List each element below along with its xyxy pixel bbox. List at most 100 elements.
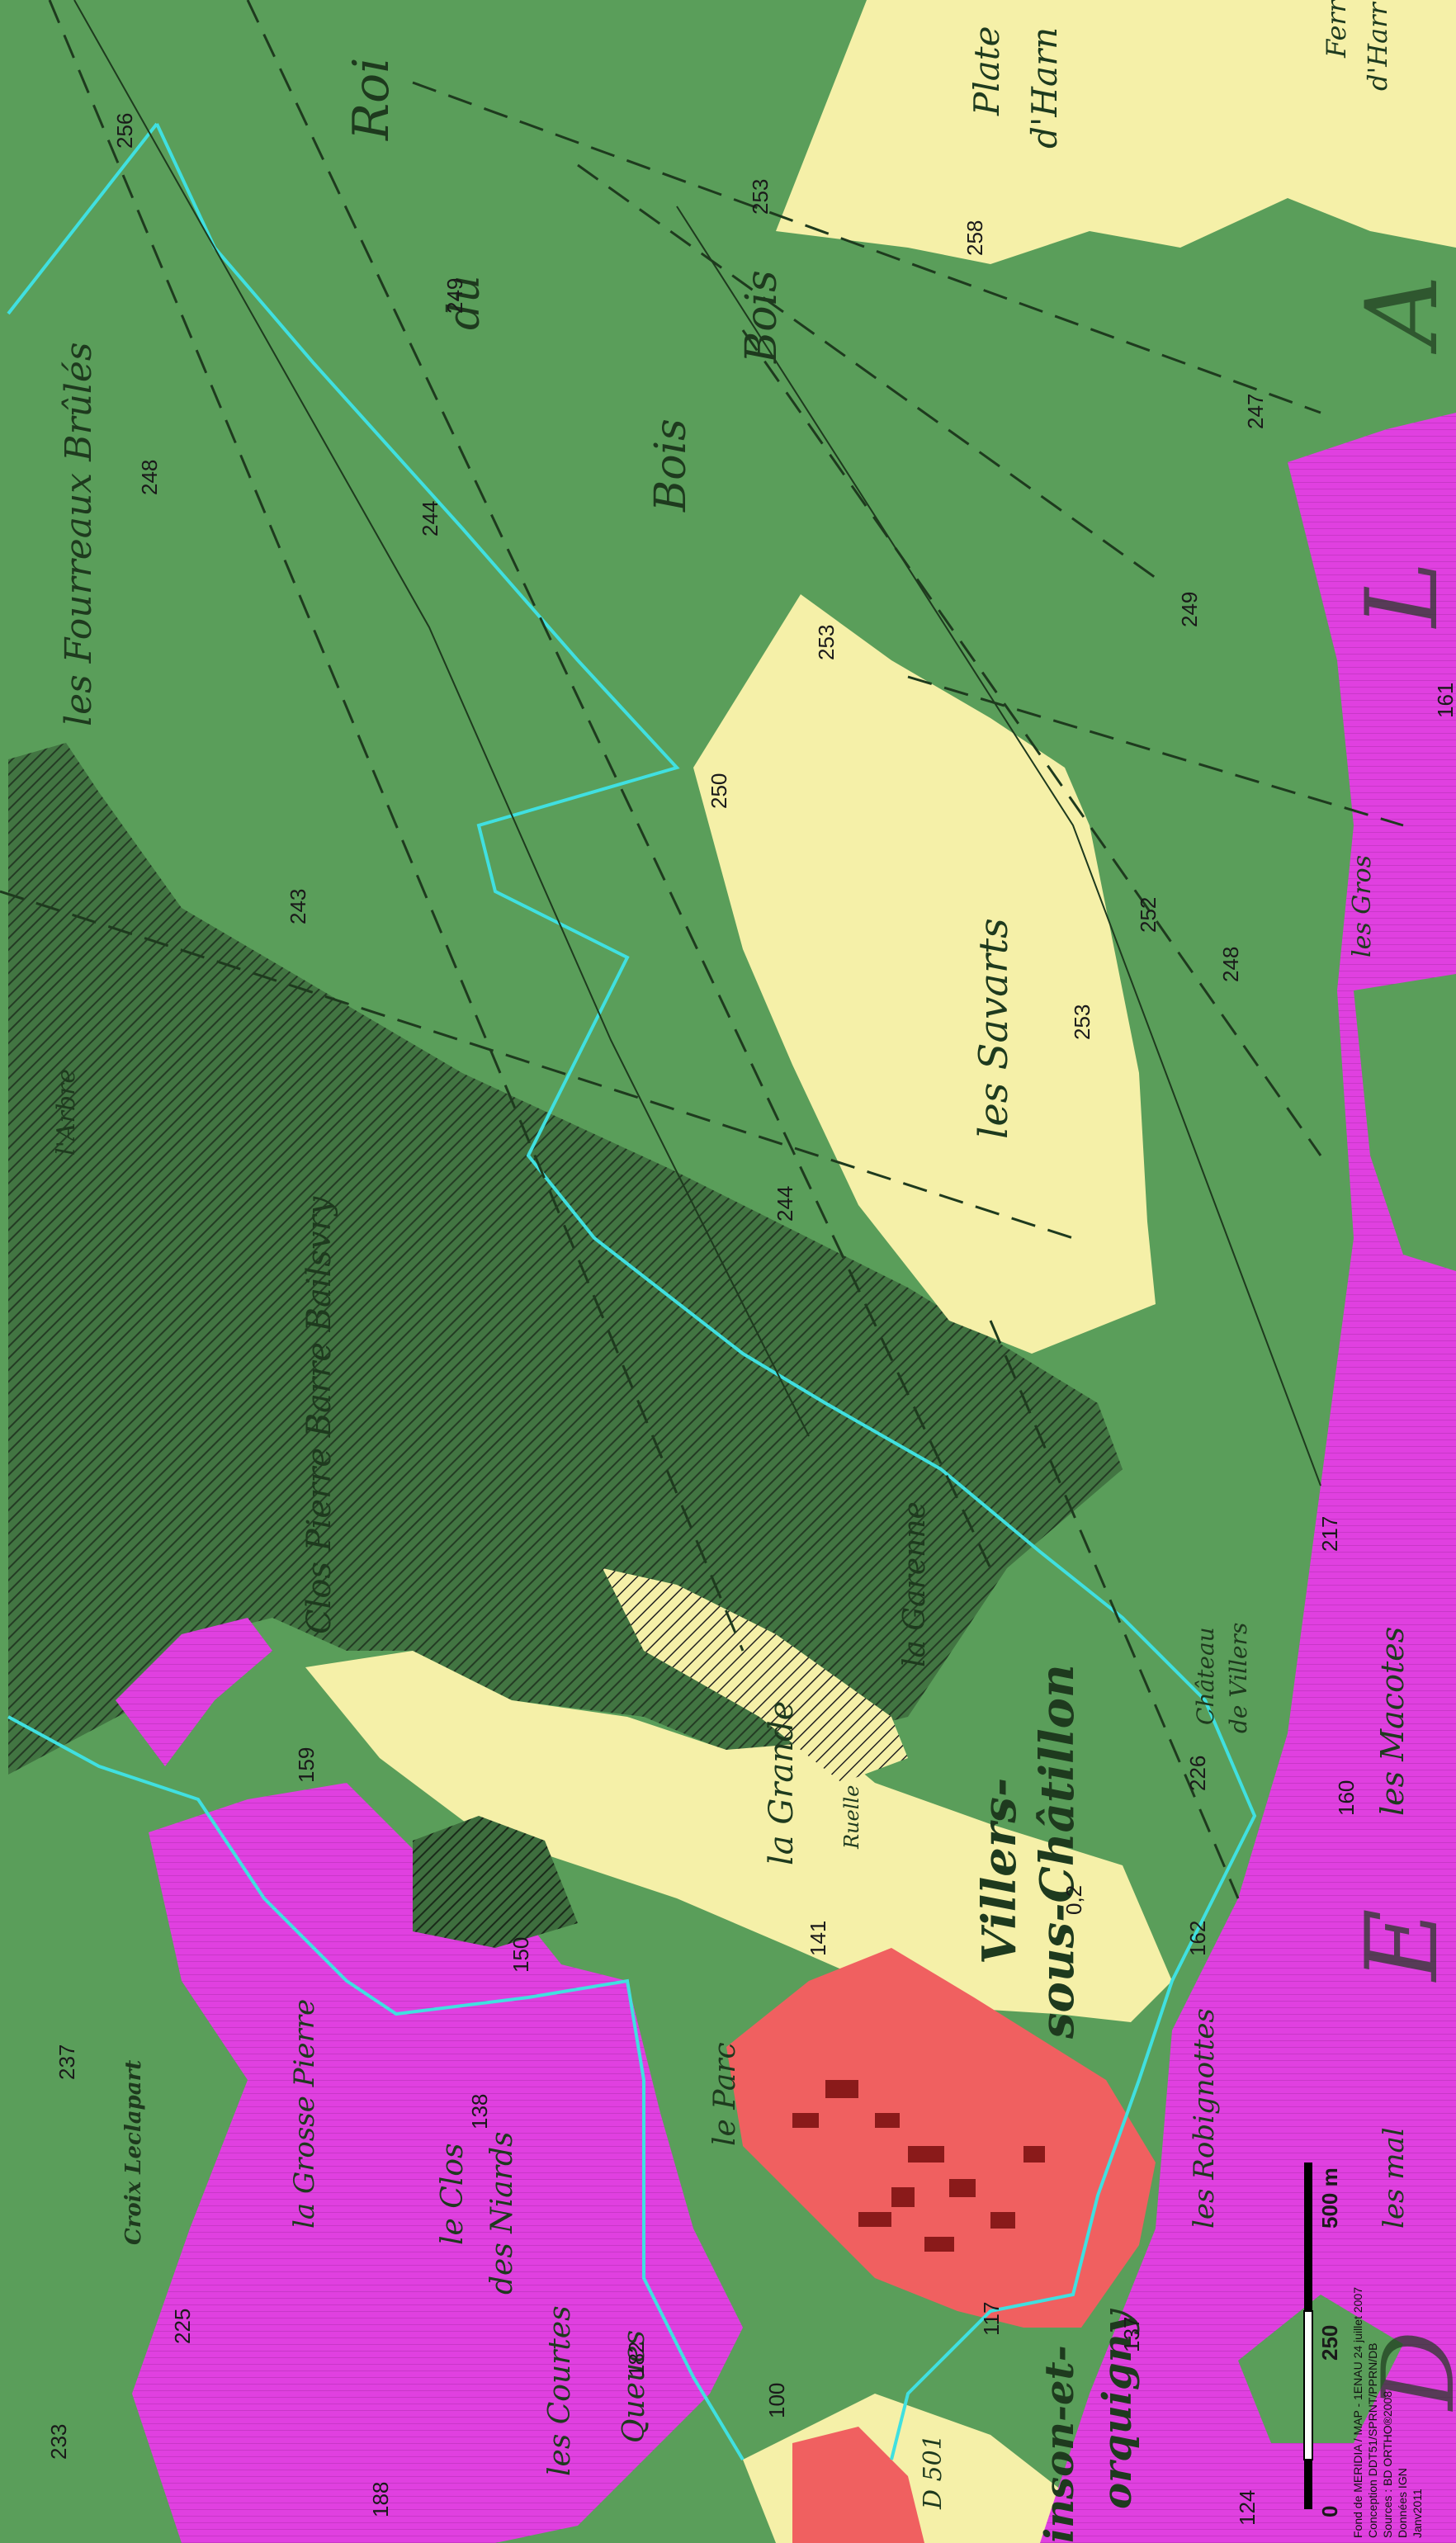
label-d501: D 501 [919, 2434, 948, 2510]
label-chateau-1: Château [1192, 1627, 1219, 1725]
label-ruelle: Ruelle [840, 1785, 863, 1850]
elev-250: 250 [707, 773, 731, 809]
label-les-gros: les Gros [1348, 855, 1377, 957]
elev-124: 124 [1235, 2490, 1260, 2526]
elevation-labels: 256 249 253 258 248 244 243 250 253 253 … [46, 113, 1456, 2526]
elev-248: 248 [137, 460, 162, 495]
elev-252: 252 [1136, 897, 1161, 933]
vineyard-hatched [413, 1816, 578, 1948]
forest-island [1354, 974, 1456, 1271]
elev-141: 141 [806, 1921, 830, 1956]
label-grosse-pierre: la Grosse Pierre [288, 1999, 321, 2229]
elev-182: 182 [624, 2342, 649, 2377]
urban-zone-village [726, 1948, 1156, 2328]
label-bois-1: Bois [646, 418, 696, 513]
elev-161: 161 [1433, 683, 1456, 718]
forest-roads [73, 0, 1321, 1487]
elev-253c: 253 [1070, 1004, 1094, 1040]
elev-137: 137 [1119, 2317, 1144, 2352]
credit-line-5: Janv2011 [1411, 2489, 1424, 2538]
label-les-courtes: les Courtes [543, 2305, 577, 2476]
label-inson: inson-et- [1037, 2345, 1083, 2543]
label-les-mal: les mal [1378, 2127, 1411, 2229]
hatched-hazard-zone [8, 743, 1123, 1775]
label-plateau-2: d'Harn [1024, 27, 1065, 149]
label-roi: Roi [343, 58, 400, 142]
label-la-garenne: la Garenne [898, 1501, 932, 1667]
label-le-parc: le Parc [708, 2042, 742, 2146]
crop-field-hatched-light [603, 1568, 908, 1783]
label-savarts: les Savarts [971, 918, 1017, 1139]
elev-100: 100 [764, 2383, 789, 2418]
elev-160: 160 [1334, 1780, 1359, 1816]
elev-249: 249 [442, 278, 467, 314]
elev-249b: 249 [1177, 592, 1202, 627]
elev-162: 162 [1185, 1921, 1210, 1956]
forest-island-2 [1238, 2295, 1403, 2443]
label-village-2: sous-Châtillon [1030, 1664, 1085, 2040]
elev-159: 159 [294, 1747, 319, 1783]
label-le-clos: le Clos [436, 2144, 470, 2245]
elev-150: 150 [508, 1937, 533, 1973]
label-village-1: Villers- [972, 1778, 1027, 1964]
credits: Fond de MERIDIA / MAP - 1ENAU 24 juillet… [1351, 2287, 1424, 2538]
scale-bar [1303, 2162, 1313, 2509]
label-big-d: D [1362, 2331, 1456, 2412]
credit-line-4: Données IGN [1396, 2468, 1409, 2538]
elev-256: 256 [112, 113, 137, 149]
elev-258: 258 [962, 220, 987, 256]
elev-226: 226 [1185, 1756, 1210, 1791]
label-croix-leclapart: Croix Leclapart [121, 2060, 146, 2245]
elev-237: 237 [54, 2044, 79, 2080]
commune-boundary-north [7, 122, 158, 315]
label-big-e: E [1345, 1908, 1456, 1983]
credit-line-2: Conception DDT51/SPRNT/PPRN/DB [1366, 2342, 1379, 2538]
label-des-niards: des Niards [485, 2132, 519, 2295]
forest-paths [0, 0, 1404, 1899]
label-big-a: A [1345, 275, 1456, 355]
vineyard-northwest [116, 1618, 272, 1766]
scale-label-0: 0 [1317, 2506, 1342, 2517]
urban-zone-south [792, 2427, 924, 2543]
elev-253: 253 [748, 179, 773, 215]
label-robignottes: les Robignottes [1188, 2008, 1221, 2229]
label-ferme-1: Ferr [1321, 0, 1352, 59]
elev-244b: 244 [773, 1186, 797, 1222]
elev-253b: 253 [814, 625, 839, 660]
label-orquigny: orquigny [1094, 2309, 1141, 2509]
credit-line-1: Fond de MERIDIA / MAP - 1ENAU 24 juillet… [1351, 2287, 1364, 2538]
label-ferme-2: d'Harr [1362, 1, 1393, 91]
label-l-arbre: l'Arbre [52, 1069, 81, 1156]
elev-225: 225 [170, 2309, 195, 2344]
label-bois-2: Bois [737, 270, 787, 364]
elev-138: 138 [467, 2094, 492, 2129]
crop-field-savarts [693, 594, 1156, 1354]
elev-248b: 248 [1218, 947, 1243, 982]
commune-boundary [155, 123, 1257, 2460]
elev-247: 247 [1243, 394, 1268, 429]
credit-line-3: Sources : BD ORTHO®2008 [1381, 2391, 1394, 2538]
crop-field-plateau [776, 0, 1456, 264]
label-du: du [440, 275, 489, 330]
label-la-grande: la Grande [763, 1701, 801, 1865]
scale-label-250: 250 [1317, 2325, 1342, 2361]
label-queues: Queues [617, 2330, 651, 2443]
crop-field-grande-ruelle [305, 1651, 1172, 2022]
elev-233: 233 [46, 2424, 71, 2460]
label-plateau-1: Plate [967, 26, 1007, 116]
label-macotes: les Macotes [1374, 1627, 1411, 1816]
scale-bar-labels: 0 250 500 m [1317, 2167, 1342, 2517]
label-big-l: L [1345, 561, 1456, 629]
elev-243: 243 [286, 889, 310, 924]
label-chateau-2: de Villers [1225, 1623, 1252, 1733]
vineyard-west [132, 1783, 743, 2543]
commune-boundary-west [7, 1715, 745, 2461]
elev-117: 117 [979, 2302, 1004, 2336]
elev-188: 188 [368, 2482, 393, 2517]
label-fourreaux: les Fourreaux Brûlés [58, 342, 100, 726]
label-clos-pierre: Clos Pierre Barre Bailsvry [300, 1195, 338, 1634]
scale-label-500: 500 m [1317, 2167, 1342, 2229]
elev-244: 244 [418, 501, 442, 536]
